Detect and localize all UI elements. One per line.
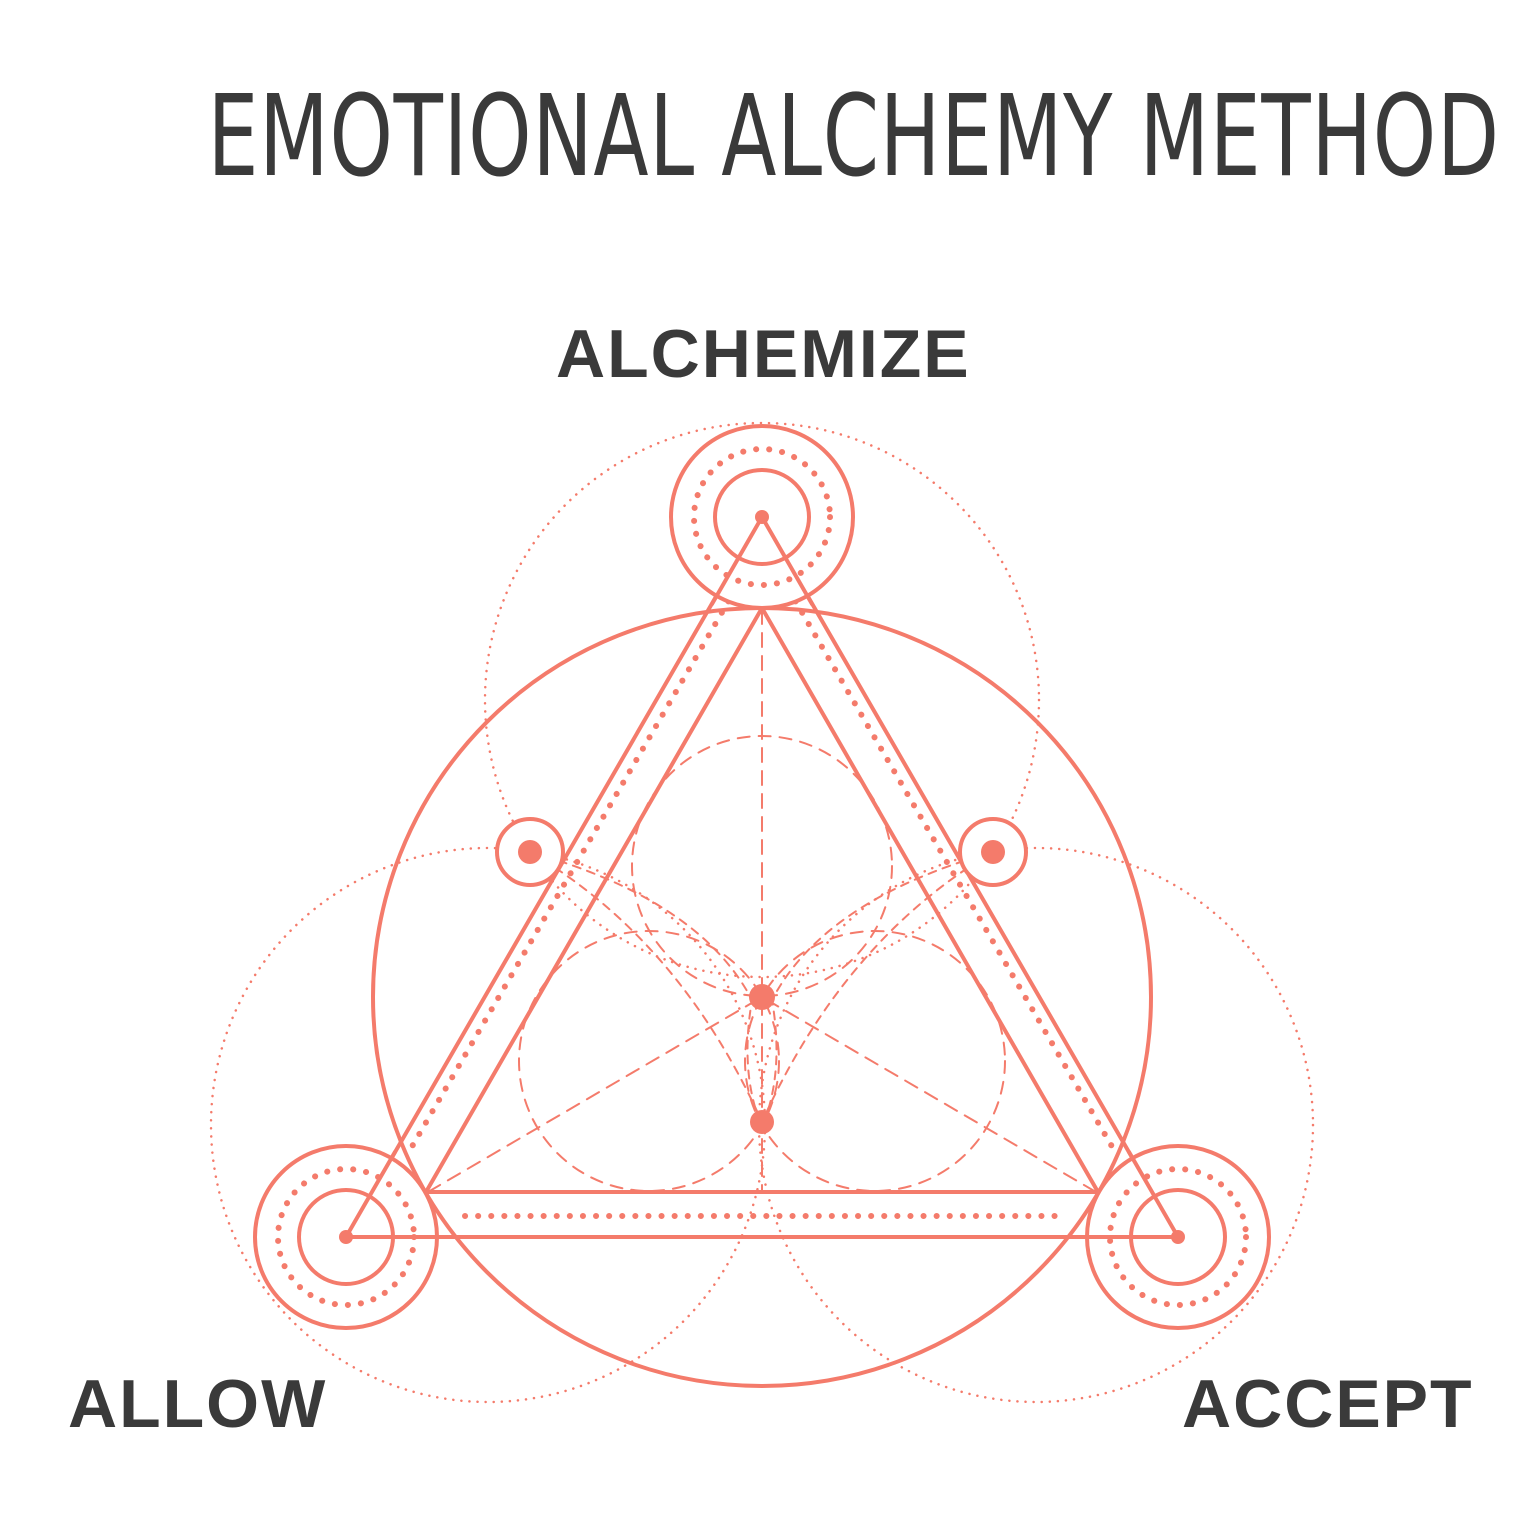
vertex-dot-top xyxy=(755,510,769,524)
lower-center-dot xyxy=(750,1110,774,1134)
dotted-circle-top xyxy=(483,421,1041,979)
triangle-band-dots xyxy=(407,587,1117,1219)
center-lens-lines xyxy=(529,851,994,1123)
label-accept: ACCEPT xyxy=(1182,1366,1474,1442)
dashed-circle-right xyxy=(744,930,1006,1192)
side-dot-left xyxy=(518,840,542,864)
dotted-circle-left xyxy=(209,846,767,1404)
vertex-dot-right xyxy=(1171,1230,1185,1244)
dotted-circle-right xyxy=(757,846,1315,1404)
center-dot xyxy=(749,984,775,1010)
side-dot-right xyxy=(981,840,1005,864)
vertex-dot-left xyxy=(339,1230,353,1244)
triangle-outer-edges-over-nodes xyxy=(344,515,1180,1239)
dashed-circle-left xyxy=(518,930,780,1192)
dashed-medians xyxy=(427,609,1097,1193)
label-alchemize: ALCHEMIZE xyxy=(556,316,971,392)
label-allow: ALLOW xyxy=(68,1366,328,1442)
